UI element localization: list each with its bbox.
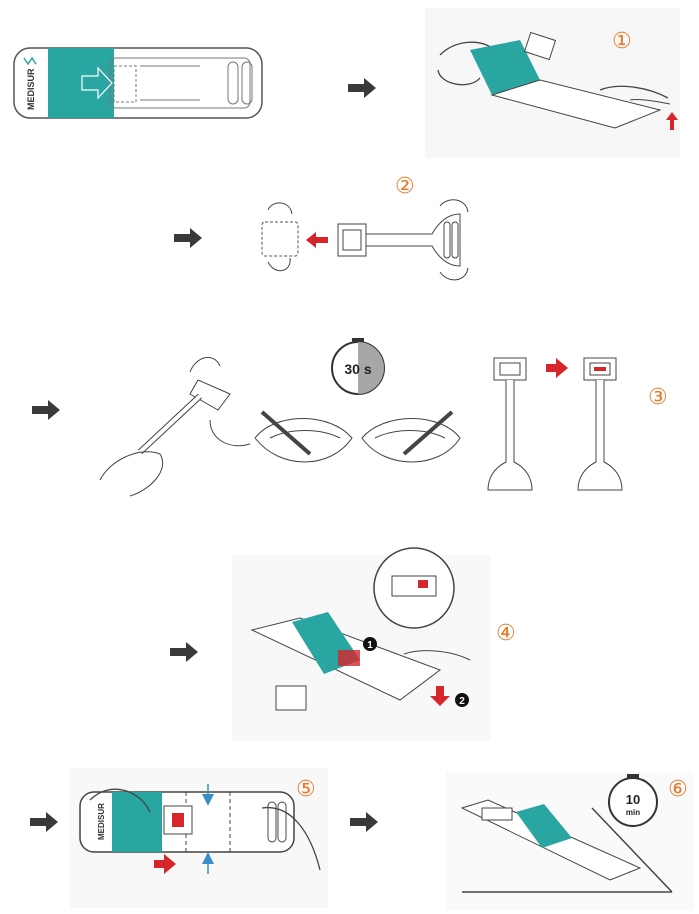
red-arrow-right xyxy=(546,358,568,378)
brand-logo-text-2: MEDISUR xyxy=(97,803,106,840)
mouth-left xyxy=(254,410,353,463)
step-number-1: ① xyxy=(612,29,632,54)
timer-10min-unit: min xyxy=(626,808,640,817)
brand-logo-text: MEDISUR xyxy=(26,68,36,110)
step-number-5: ⑤ xyxy=(296,777,316,802)
timer-10min-value: 10 xyxy=(626,792,640,807)
device-closed: MEDISUR xyxy=(13,47,263,119)
swab-indicator-before xyxy=(487,357,533,491)
red-arrow-left xyxy=(306,232,328,248)
step1-open-device xyxy=(425,8,680,158)
flow-arrow-5 xyxy=(30,812,58,832)
step-number-2: ② xyxy=(395,174,415,199)
step-number-6: ⑥ xyxy=(668,777,688,802)
callout-1: 1 xyxy=(367,640,373,651)
red-arrow-up xyxy=(666,112,678,130)
flow-arrow-2 xyxy=(174,228,202,248)
flow-arrow-3 xyxy=(32,400,60,420)
red-arrow-down xyxy=(430,686,450,706)
timer-30s-icon xyxy=(331,338,385,395)
step-number-3: ③ xyxy=(648,385,668,410)
step4-insert-swab xyxy=(232,547,490,741)
step6-wait-device xyxy=(446,772,694,910)
timer-10min-icon xyxy=(608,774,658,827)
red-arrow-slide xyxy=(154,854,176,874)
step2-swab-removal xyxy=(261,199,469,281)
step5-close-device: MEDISUR xyxy=(70,768,328,908)
step3-saliva-collection: 30 s xyxy=(99,338,623,497)
timer-30s-label: 30 s xyxy=(344,361,371,377)
step-number-4: ④ xyxy=(496,621,516,646)
mouth-right xyxy=(361,410,461,463)
flow-arrow-1 xyxy=(348,78,376,98)
flow-arrow-4 xyxy=(170,642,198,662)
swab-indicator-after xyxy=(577,357,623,491)
callout-2: 2 xyxy=(459,696,465,707)
flow-arrow-6 xyxy=(350,812,378,832)
